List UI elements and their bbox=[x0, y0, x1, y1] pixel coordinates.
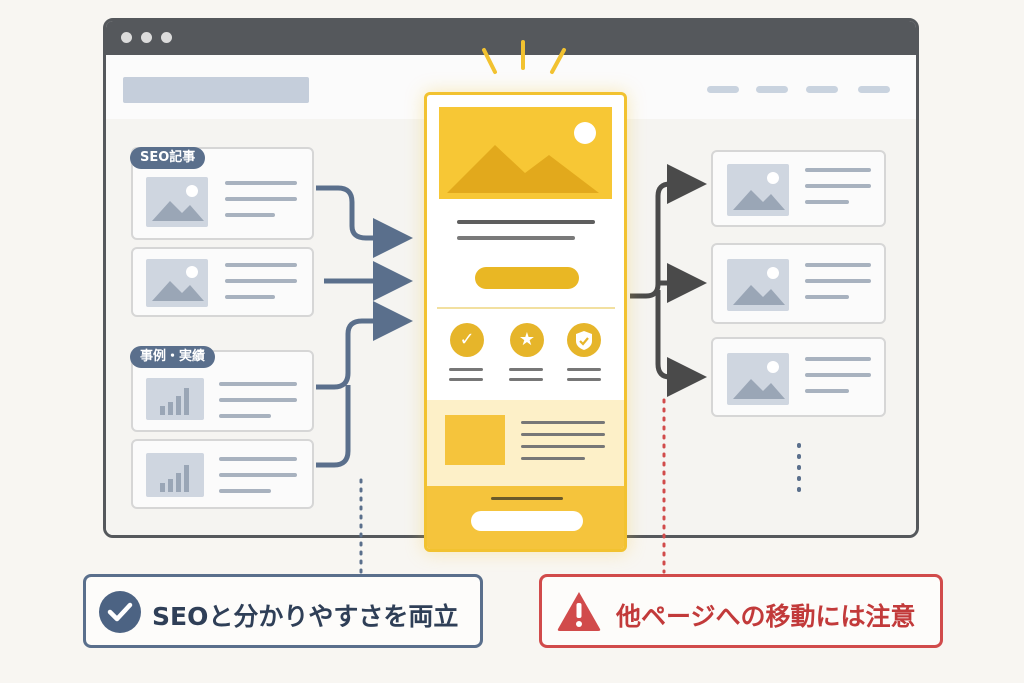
nav-menu-item bbox=[806, 86, 838, 93]
text-line bbox=[225, 197, 297, 201]
hero-image-icon bbox=[439, 107, 612, 199]
window-control-dot bbox=[161, 32, 172, 43]
text-line bbox=[225, 213, 275, 217]
text-line bbox=[225, 263, 297, 267]
tag-seo-articles: SEO記事 bbox=[130, 147, 206, 169]
cta-button-placeholder bbox=[475, 267, 579, 289]
bar-chart-icon bbox=[146, 378, 204, 420]
text-line bbox=[567, 378, 601, 381]
nav-menu-item bbox=[707, 86, 739, 93]
bar-chart-icon bbox=[146, 453, 204, 497]
text-line bbox=[219, 473, 297, 477]
text-line bbox=[805, 263, 871, 267]
callout-benefit-text: SEOと分かりやすさを両立 bbox=[152, 602, 459, 631]
sparkle-ray bbox=[482, 48, 497, 74]
seo-article-card bbox=[131, 247, 314, 317]
text-line bbox=[805, 184, 871, 188]
seo-article-card bbox=[131, 147, 314, 240]
text-line bbox=[805, 168, 871, 172]
image-placeholder-icon bbox=[727, 353, 789, 405]
incoming-connector bbox=[316, 385, 351, 468]
text-line bbox=[225, 279, 297, 283]
warning-triangle-icon bbox=[557, 592, 601, 631]
other-page-card bbox=[711, 337, 886, 417]
text-line bbox=[449, 368, 483, 371]
text-line bbox=[521, 421, 605, 424]
callout-benefit: SEOと分かりやすさを両立 bbox=[83, 574, 483, 648]
text-line bbox=[219, 414, 271, 418]
text-line bbox=[805, 389, 849, 393]
text-line bbox=[457, 236, 575, 240]
incoming-arrow bbox=[316, 301, 413, 390]
landing-page-mockup: ✓ ★ bbox=[424, 92, 627, 552]
text-line bbox=[491, 497, 563, 500]
image-placeholder-icon bbox=[445, 415, 505, 465]
sparkle-ray bbox=[550, 48, 566, 74]
image-placeholder-icon bbox=[146, 259, 208, 307]
outgoing-arrow bbox=[630, 164, 707, 299]
check-icon: ✓ bbox=[450, 323, 484, 357]
other-page-card bbox=[711, 243, 886, 324]
case-study-card bbox=[131, 439, 314, 509]
window-control-dot bbox=[141, 32, 152, 43]
window-control-dot bbox=[121, 32, 132, 43]
outgoing-arrow bbox=[655, 290, 707, 397]
text-line bbox=[449, 378, 483, 381]
text-line bbox=[805, 295, 849, 299]
image-placeholder-icon bbox=[727, 164, 789, 216]
site-logo-placeholder bbox=[123, 77, 309, 103]
text-line bbox=[805, 373, 871, 377]
text-line bbox=[521, 445, 605, 448]
text-line bbox=[567, 368, 601, 371]
text-line bbox=[521, 457, 585, 460]
text-line bbox=[225, 181, 297, 185]
text-line bbox=[509, 378, 543, 381]
incoming-arrow bbox=[316, 185, 413, 258]
star-icon: ★ bbox=[510, 323, 544, 357]
text-line bbox=[805, 357, 871, 361]
text-line bbox=[805, 279, 871, 283]
text-line bbox=[219, 398, 297, 402]
tag-case-studies: 事例・実績 bbox=[130, 346, 216, 368]
nav-menu-item bbox=[858, 86, 890, 93]
text-line bbox=[225, 295, 275, 299]
text-line bbox=[509, 368, 543, 371]
other-page-card bbox=[711, 150, 886, 227]
text-line bbox=[521, 433, 605, 436]
divider bbox=[437, 307, 615, 309]
check-circle-icon bbox=[99, 591, 141, 633]
image-placeholder-icon bbox=[727, 259, 789, 311]
text-line bbox=[219, 382, 297, 386]
nav-menu-item bbox=[756, 86, 788, 93]
callout-warning-text: 他ページへの移動には注意 bbox=[616, 602, 916, 631]
image-placeholder-icon bbox=[146, 177, 208, 227]
browser-titlebar bbox=[106, 21, 916, 55]
callout-warning: 他ページへの移動には注意 bbox=[539, 574, 943, 648]
text-line bbox=[219, 489, 271, 493]
text-line bbox=[457, 220, 595, 224]
shield-check-icon bbox=[567, 323, 601, 357]
text-line bbox=[219, 457, 297, 461]
footer-button-placeholder bbox=[471, 511, 583, 531]
text-line bbox=[805, 200, 849, 204]
